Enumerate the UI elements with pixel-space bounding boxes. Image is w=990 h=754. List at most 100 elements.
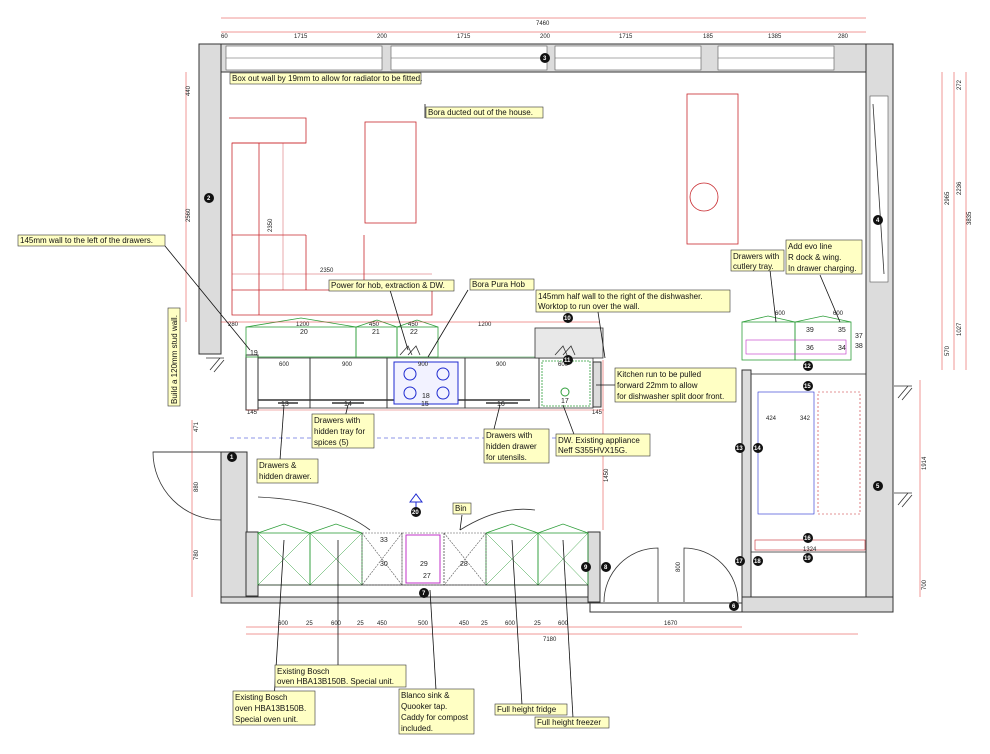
svg-text:4: 4 <box>876 218 880 224</box>
wall-stud <box>245 354 259 411</box>
unit-15: 15 <box>421 401 429 408</box>
svg-text:oven HBA13B150B. Special unit.: oven HBA13B150B. Special unit. <box>277 677 394 686</box>
svg-text:Bora Pura Hob: Bora Pura Hob <box>472 280 525 289</box>
svg-text:Existing Bosch: Existing Bosch <box>235 693 287 702</box>
svg-text:7: 7 <box>422 591 426 597</box>
wall-bottom <box>220 596 594 604</box>
dim-top-280: 280 <box>228 322 239 328</box>
markers: 1 2 3 4 5 6 7 8 9 10 11 12 13 14 15 16 1… <box>204 53 883 611</box>
wall-left-lower <box>220 451 248 599</box>
svg-text:oven HBA13B150B.: oven HBA13B150B. <box>235 704 306 713</box>
svg-text:forward 22mm to allow: forward 22mm to allow <box>617 381 698 390</box>
unit-22: 22 <box>410 329 418 336</box>
svg-text:included.: included. <box>401 724 433 733</box>
unit-28: 28 <box>460 561 468 568</box>
svg-text:10: 10 <box>564 316 571 322</box>
svg-text:11: 11 <box>564 358 571 364</box>
power-socket-icon <box>399 345 421 356</box>
svg-text:Existing Bosch: Existing Bosch <box>277 667 329 676</box>
dim-right-2236: 2236 <box>957 181 963 195</box>
svg-text:Drawers with: Drawers with <box>314 416 360 425</box>
unit-29: 29 <box>420 561 428 568</box>
svg-text:Build a 120mm stud wall.: Build a 120mm stud wall. <box>170 315 179 404</box>
svg-text:145mm half wall to the right o: 145mm half wall to the right of the dish… <box>538 292 703 301</box>
extraction-block <box>534 327 604 359</box>
note-evo-line: Add evo line R dock & wing. In drawer ch… <box>785 239 863 275</box>
note-dw: DW. Existing appliance Neff S355HVX15G. <box>555 433 651 457</box>
dim-hob-900a: 900 <box>342 362 353 368</box>
dim-util-600a: 600 <box>775 311 786 317</box>
note-hidden-drawer: Drawers & hidden drawer. <box>256 458 319 484</box>
svg-text:In drawer charging.: In drawer charging. <box>788 264 856 273</box>
dining-table <box>686 93 739 245</box>
svg-text:16: 16 <box>804 536 811 542</box>
dim-top-450a: 450 <box>369 322 380 328</box>
unit-34: 34 <box>838 345 846 352</box>
door-pass <box>257 496 371 531</box>
dim-hob-600b: 600 <box>558 362 569 368</box>
wall-bottom-pillar-a <box>245 531 259 597</box>
dim-bottom-450a: 450 <box>377 621 388 627</box>
dim-1450: 1450 <box>604 468 610 482</box>
unit-16: 16 <box>497 401 505 408</box>
utility-cabinets <box>741 315 852 361</box>
svg-text:for utensils.: for utensils. <box>486 453 527 462</box>
dim-top-1200b: 1200 <box>478 322 492 328</box>
svg-text:Worktop to run over the wall.: Worktop to run over the wall. <box>538 302 640 311</box>
svg-text:Kitchen run to be pulled: Kitchen run to be pulled <box>617 370 701 379</box>
svg-text:145mm wall to the left of the: 145mm wall to the left of the drawers. <box>20 236 153 245</box>
svg-text:Power for hob, extraction & DW: Power for hob, extraction & DW. <box>331 281 445 290</box>
dim-hob-900c: 900 <box>496 362 507 368</box>
dim-top-200b: 200 <box>540 34 551 40</box>
wall-bottom-mid <box>589 602 743 613</box>
dim-top-185: 185 <box>703 34 714 40</box>
window-right <box>869 95 889 283</box>
dim-hob-600a: 600 <box>279 362 290 368</box>
dim-2350-horizontal: 2350 <box>320 268 334 274</box>
dim-top-1715b: 1715 <box>457 34 471 40</box>
table-centre <box>689 182 719 212</box>
dim-hob-900b: 900 <box>418 362 429 368</box>
svg-text:14: 14 <box>754 446 761 452</box>
hob-icon <box>393 361 459 405</box>
dim-left-2560: 2560 <box>186 208 192 222</box>
corner-sofa <box>229 117 433 316</box>
dim-side-145b: 145 <box>592 410 603 416</box>
extraction-socket-icon <box>554 345 576 356</box>
unit-37: 37 <box>855 333 863 340</box>
svg-text:for dishwasher split door fron: for dishwasher split door front. <box>617 392 724 401</box>
svg-text:18: 18 <box>754 559 761 565</box>
svg-text:6: 6 <box>732 604 736 610</box>
dim-util-342: 342 <box>800 416 811 422</box>
dim-bottom-25c: 25 <box>481 621 488 627</box>
dining-dims <box>232 143 432 290</box>
dim-left-880: 880 <box>194 481 200 492</box>
wall-half <box>592 361 602 408</box>
dim-right-1914: 1914 <box>922 456 928 470</box>
note-half-wall: 145mm half wall to the right of the dish… <box>535 289 731 313</box>
coffee-table <box>364 121 417 224</box>
dim-bottom-450b: 450 <box>459 621 470 627</box>
doors <box>152 360 739 603</box>
dim-top-60: 60 <box>221 34 228 40</box>
door-left <box>152 451 222 521</box>
dim-bottom-600a: 600 <box>278 621 289 627</box>
dim-800: 800 <box>676 561 682 572</box>
wall-bottom-right <box>741 596 894 613</box>
door-bottom <box>603 547 659 603</box>
svg-text:Blanco sink &: Blanco sink & <box>401 691 450 700</box>
svg-text:Caddy for compost: Caddy for compost <box>401 713 469 722</box>
unit-27: 27 <box>423 573 431 580</box>
note-bora-ducted: Bora ducted out of the house. <box>425 106 544 119</box>
dim-left-471: 471 <box>194 421 200 432</box>
svg-text:Bin: Bin <box>455 504 467 513</box>
note-stud-wall: Build a 120mm stud wall. <box>167 307 181 407</box>
svg-text:20: 20 <box>412 510 419 516</box>
note-oven2: Existing Bosch oven HBA13B150B. Special … <box>232 690 316 726</box>
note-utensils: Drawers with hidden drawer for utensils. <box>483 428 550 464</box>
svg-text:15: 15 <box>804 384 811 390</box>
note-oven1: Existing Bosch oven HBA13B150B. Special … <box>274 664 407 688</box>
svg-text:17: 17 <box>736 559 743 565</box>
unit-39: 39 <box>806 327 814 334</box>
note-spices: Drawers with hidden tray for spices (5) <box>311 413 375 449</box>
